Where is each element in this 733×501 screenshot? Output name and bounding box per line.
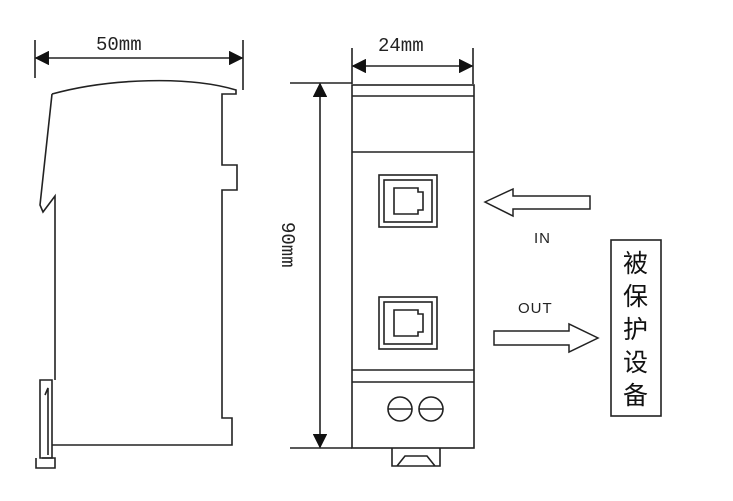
front-view — [290, 48, 475, 467]
device-char-4: 设 — [623, 348, 648, 377]
in-arrow — [483, 187, 591, 218]
out-arrow — [493, 322, 600, 354]
front-housing — [351, 84, 475, 449]
protected-device-box — [610, 239, 662, 417]
device-char-5: 备 — [623, 381, 648, 410]
din-rail-clip — [391, 448, 441, 467]
rj45-port-in — [378, 174, 438, 228]
in-label: IN — [534, 230, 551, 247]
device-char-1: 被 — [623, 249, 648, 278]
out-label: OUT — [518, 300, 553, 317]
device-char-2: 保 — [623, 282, 648, 311]
height-label: 90mm — [276, 222, 298, 268]
rj45-port-out — [378, 296, 438, 350]
width-front-label: 24mm — [378, 35, 424, 57]
side-view-outline — [39, 79, 238, 459]
terminal-screws — [387, 396, 444, 422]
width-side-label: 50mm — [96, 34, 142, 56]
din-clip — [35, 387, 56, 469]
protected-device-text: 被 保 护 设 备 — [623, 249, 648, 410]
device-char-3: 护 — [623, 315, 648, 344]
side-view — [34, 40, 244, 469]
